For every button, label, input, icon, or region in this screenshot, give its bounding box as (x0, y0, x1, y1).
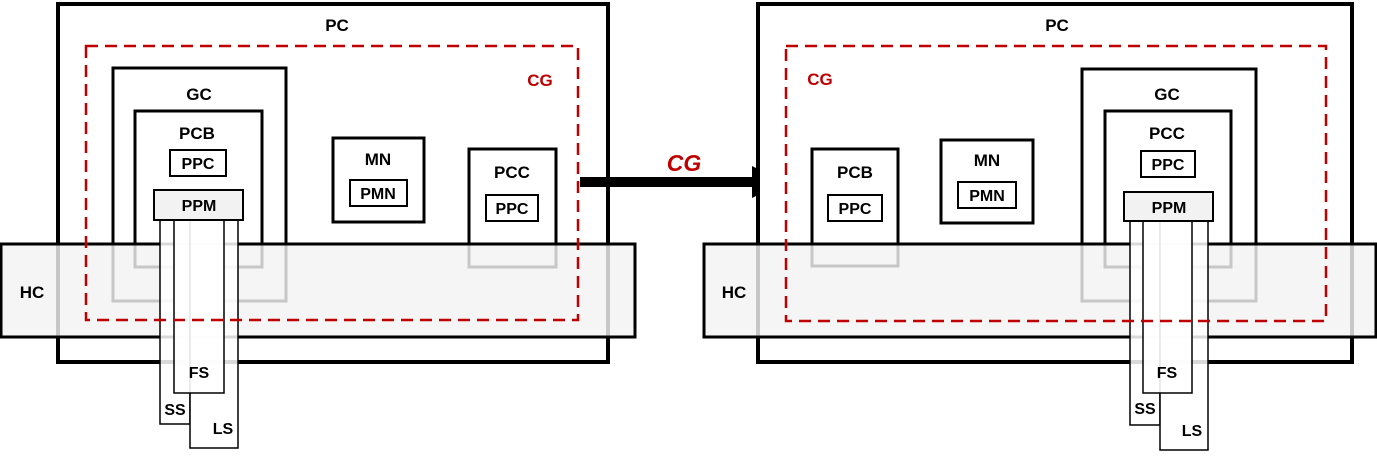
pc-label: PC (325, 16, 349, 35)
hc-band (702, 242, 1377, 339)
ppm-label: PPM (182, 198, 217, 215)
pcc-ppc-box (485, 194, 539, 222)
hc-band (0, 242, 637, 339)
ls-label: LS (1182, 423, 1203, 440)
arrow-label: CG (667, 150, 702, 176)
pcc-ppc-label: PPC (1152, 157, 1185, 174)
pcb-ppc-box (169, 149, 227, 177)
ppm-label: PPM (1152, 200, 1187, 217)
fs-label: FS (189, 365, 210, 382)
pcb-ppc-label: PPC (182, 156, 215, 173)
ppm-box (1123, 191, 1214, 222)
before-diagram: PC GC PCB PPC MN PMN PCC PPC HC PPM FS S… (0, 2, 637, 449)
cg-boundary (84, 44, 580, 322)
pcc-ppc-box (1140, 150, 1196, 178)
cg-label: CG (527, 71, 553, 90)
mn-label: MN (365, 150, 391, 169)
pcb-ppc-box (827, 194, 883, 222)
cg-label: CG (807, 70, 833, 89)
pcc-label: PCC (494, 163, 530, 182)
after-diagram: PC PCB PPC MN PMN GC PCC PPC HC PPM FS S… (702, 2, 1377, 451)
pmn-label: PMN (360, 186, 396, 203)
fs-label: FS (1157, 365, 1178, 382)
mn-label: MN (974, 151, 1000, 170)
pcb-ppc-label: PPC (839, 201, 872, 218)
pcc-label: PCC (1149, 124, 1185, 143)
gc-label: GC (186, 85, 212, 104)
pcc-ppc-label: PPC (496, 201, 529, 218)
transition-arrow: CG (580, 150, 784, 198)
cg-boundary (784, 44, 1328, 323)
pc-label: PC (1045, 16, 1069, 35)
ss-label: SS (1134, 401, 1156, 418)
gc-label: GC (1154, 85, 1180, 104)
fs-box (1142, 196, 1193, 394)
ss-label: SS (164, 402, 186, 419)
hc-label: HC (722, 283, 747, 302)
ls-label: LS (213, 421, 234, 438)
fs-box (173, 215, 225, 394)
ppm-box (153, 189, 244, 221)
pmn-label: PMN (969, 188, 1005, 205)
pcb-label: PCB (837, 163, 873, 182)
pmn-box (957, 181, 1017, 209)
pmn-box (349, 179, 408, 207)
pcb-label: PCB (179, 124, 215, 143)
hc-label: HC (20, 283, 45, 302)
